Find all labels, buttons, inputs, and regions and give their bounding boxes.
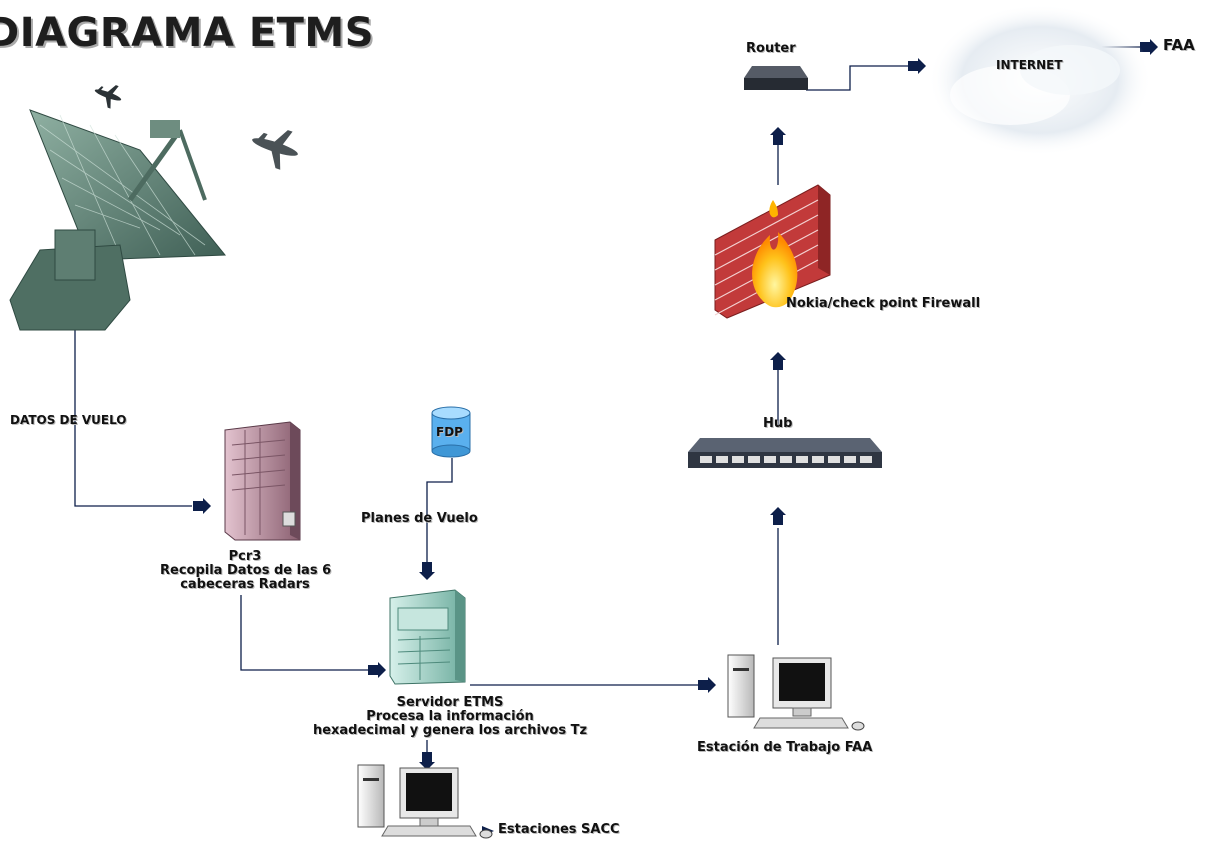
servidor-name: Servidor ETMS: [396, 695, 504, 710]
line-pcr3-to-server: [240, 595, 368, 671]
connectors: [74, 46, 1140, 752]
line-router-to-internet: [806, 65, 908, 91]
workstation-icon: [727, 654, 865, 731]
pcr3-name: Pcr3: [228, 549, 262, 564]
hub-icon: [688, 438, 882, 468]
arrow-to-faa-station: [698, 677, 716, 693]
router-label: Router: [746, 41, 796, 56]
servidor-desc-line2: hexadecimal y genera los archivos Tz: [312, 723, 588, 738]
router-icon: [744, 66, 808, 90]
arrow-to-sacc: [419, 752, 435, 770]
radar-dish-icon: [9, 109, 227, 331]
firewall-icon: [714, 184, 831, 319]
page-title: DIAGRAMA ETMS: [0, 10, 375, 56]
pcr3-desc-line1: Recopila Datos de las 6: [160, 563, 332, 578]
pcr3-desc-line2: cabeceras Radars: [180, 577, 310, 592]
line-fdp-to-server: [426, 458, 453, 562]
airplane-icon: [252, 130, 298, 170]
airplane-icon: [94, 85, 122, 109]
fdp-label: FDP: [436, 425, 463, 439]
cloud-icon: [928, 4, 1152, 156]
estaciones-sacc-label: Estaciones SACC: [498, 822, 620, 837]
faa-label: FAA: [1163, 36, 1195, 54]
server-tower-icon: [224, 421, 301, 541]
line-dish-to-pcr3: [74, 330, 192, 507]
firewall-label: Nokia/check point Firewall: [786, 296, 981, 311]
arrow-to-hub: [770, 507, 786, 525]
arrow-to-firewall: [770, 352, 786, 370]
server-tower-icon: [389, 589, 466, 685]
workstation-icon: [357, 764, 493, 839]
arrow-to-server-top: [419, 562, 435, 580]
servidor-desc-line1: Procesa la información: [366, 709, 534, 724]
arrow-to-router: [770, 127, 786, 145]
datos-de-vuelo-label: DATOS DE VUELO: [10, 413, 127, 427]
planes-de-vuelo-label: Planes de Vuelo: [361, 511, 478, 526]
estacion-faa-label: Estación de Trabajo FAA: [697, 740, 873, 755]
arrow-to-server-left: [368, 662, 386, 678]
pcr3-label: Pcr3 Recopila Datos de las 6 cabeceras R…: [160, 549, 332, 592]
database-icon: [431, 406, 471, 458]
hub-label: Hub: [763, 416, 793, 431]
servidor-etms-label: Servidor ETMS Procesa la información hex…: [280, 696, 620, 738]
internet-label: INTERNET: [996, 58, 1063, 72]
arrow-to-internet: [908, 58, 926, 74]
arrow-to-pcr3: [193, 498, 211, 514]
